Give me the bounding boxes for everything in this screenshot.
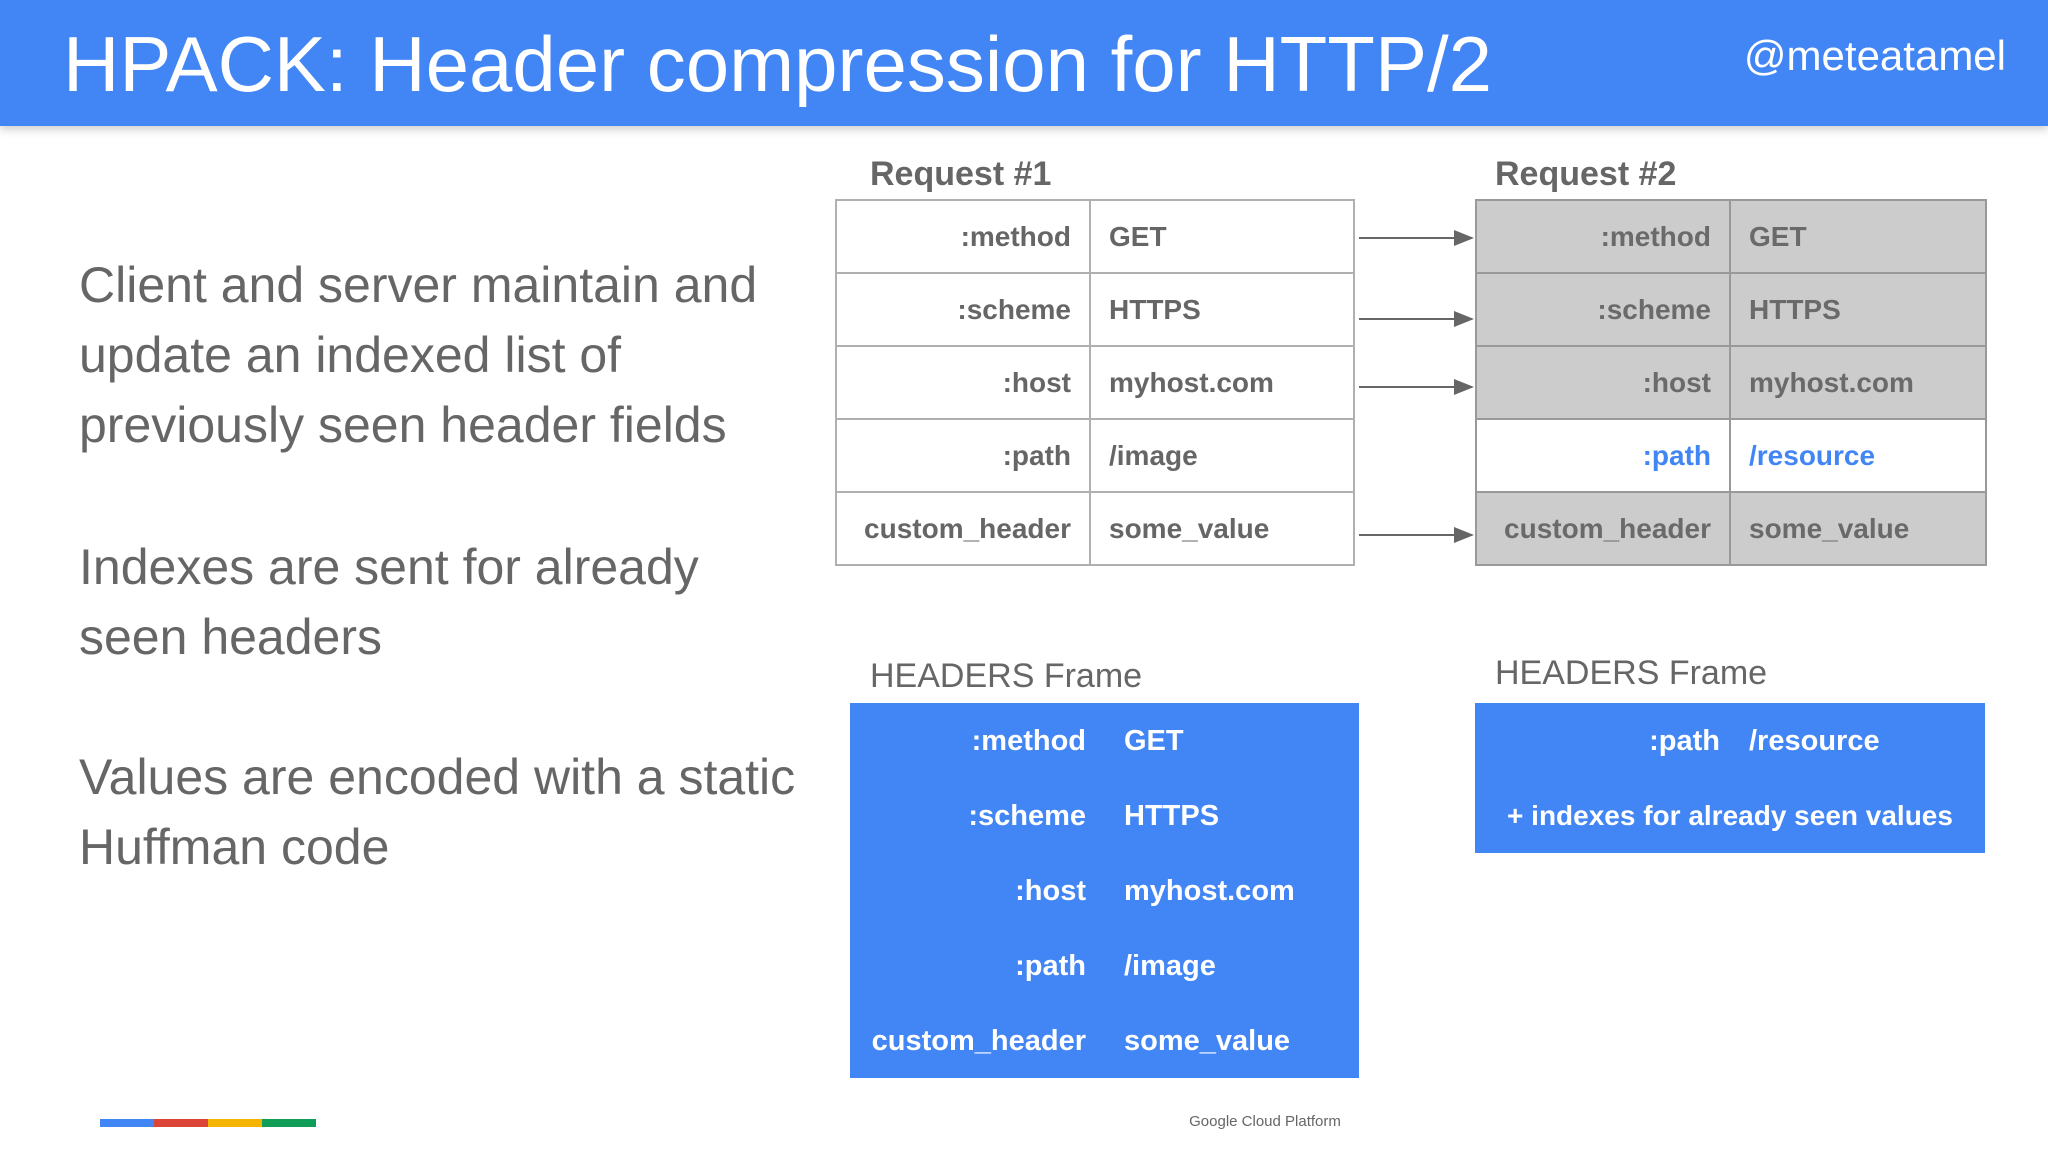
frame-key: :host — [1015, 875, 1086, 907]
header-value: /image — [1089, 418, 1355, 493]
header-key: :path — [835, 418, 1091, 493]
frame-value: /image — [1124, 950, 1216, 982]
table-row: custom_header some_value — [1475, 491, 1987, 566]
frame-value: GET — [1124, 725, 1184, 757]
table-row: custom_header some_value — [835, 491, 1355, 566]
bullet-indexed-list: Client and server maintain and update an… — [79, 257, 758, 453]
header-key: custom_header — [835, 491, 1091, 566]
frame-row: :path /resource — [1475, 703, 1985, 778]
request-1-table: :method GET :scheme HTTPS :host myhost.c… — [835, 199, 1355, 566]
footer-brand: Google Cloud Platform — [1189, 1113, 1341, 1130]
stripe-blue — [100, 1119, 154, 1127]
frame-key: :method — [971, 725, 1086, 757]
table-row: :host myhost.com — [835, 345, 1355, 420]
table-row: :host myhost.com — [1475, 345, 1987, 420]
headers-frame-2-label: HEADERS Frame — [1495, 654, 1768, 692]
frame-key: :path — [1649, 725, 1720, 757]
header-key: custom_header — [1475, 491, 1731, 566]
table-row-changed: :path /resource — [1475, 418, 1987, 493]
stripe-green — [262, 1119, 316, 1127]
frame-row: :host myhost.com — [850, 853, 1359, 928]
table-row: :method GET — [1475, 199, 1987, 274]
stripe-red — [154, 1119, 208, 1127]
header-value: HTTPS — [1089, 272, 1355, 347]
bullet-indexes-sent: Indexes are sent for already seen header… — [79, 539, 699, 665]
frame-key: :path — [1015, 950, 1086, 982]
headers-frame-1: :method GET :scheme HTTPS :host myhost.c… — [850, 703, 1359, 1078]
request-1-label: Request #1 — [870, 155, 1052, 193]
bullet-huffman: Values are encoded with a static Huffman… — [79, 749, 796, 875]
header-key: :method — [1475, 199, 1731, 274]
frame-note: + indexes for already seen values — [1507, 800, 1953, 831]
header-value: some_value — [1089, 491, 1355, 566]
header-value: GET — [1089, 199, 1355, 274]
header-key: :method — [835, 199, 1091, 274]
frame-value: myhost.com — [1124, 875, 1295, 907]
table-row: :path /image — [835, 418, 1355, 493]
header-key: :scheme — [835, 272, 1091, 347]
stripe-yellow — [208, 1119, 262, 1127]
request-2-table: :method GET :scheme HTTPS :host myhost.c… — [1475, 199, 1987, 566]
table-row: :scheme HTTPS — [1475, 272, 1987, 347]
request-2-label: Request #2 — [1495, 155, 1677, 193]
frame-value: some_value — [1124, 1025, 1291, 1057]
table-row: :scheme HTTPS — [835, 272, 1355, 347]
slide-title: HPACK: Header compression for HTTP/2 — [63, 20, 1493, 108]
author-handle: @meteatamel — [1743, 32, 2006, 79]
header-value: myhost.com — [1729, 345, 1987, 420]
header-key: :host — [1475, 345, 1731, 420]
frame-row: :method GET — [850, 703, 1359, 778]
header-value: GET — [1729, 199, 1987, 274]
frame-row: custom_header some_value — [850, 1003, 1359, 1078]
header-value: HTTPS — [1729, 272, 1987, 347]
headers-frame-2: :path /resource + indexes for already se… — [1475, 703, 1985, 853]
header-value: /resource — [1729, 418, 1987, 493]
google-color-stripe — [100, 1119, 316, 1127]
title-bar: HPACK: Header compression for HTTP/2 @me… — [0, 0, 2048, 126]
table-row: :method GET — [835, 199, 1355, 274]
frame-key: custom_header — [871, 1025, 1086, 1057]
frame-row: :scheme HTTPS — [850, 778, 1359, 853]
frame-value: /resource — [1749, 725, 1880, 757]
frame-value: HTTPS — [1124, 800, 1220, 832]
header-value: some_value — [1729, 491, 1987, 566]
header-key: :scheme — [1475, 272, 1731, 347]
header-key: :host — [835, 345, 1091, 420]
frame-key: :scheme — [968, 800, 1086, 832]
header-key: :path — [1475, 418, 1731, 493]
frame-row: :path /image — [850, 928, 1359, 1003]
header-value: myhost.com — [1089, 345, 1355, 420]
headers-frame-1-label: HEADERS Frame — [870, 657, 1143, 695]
